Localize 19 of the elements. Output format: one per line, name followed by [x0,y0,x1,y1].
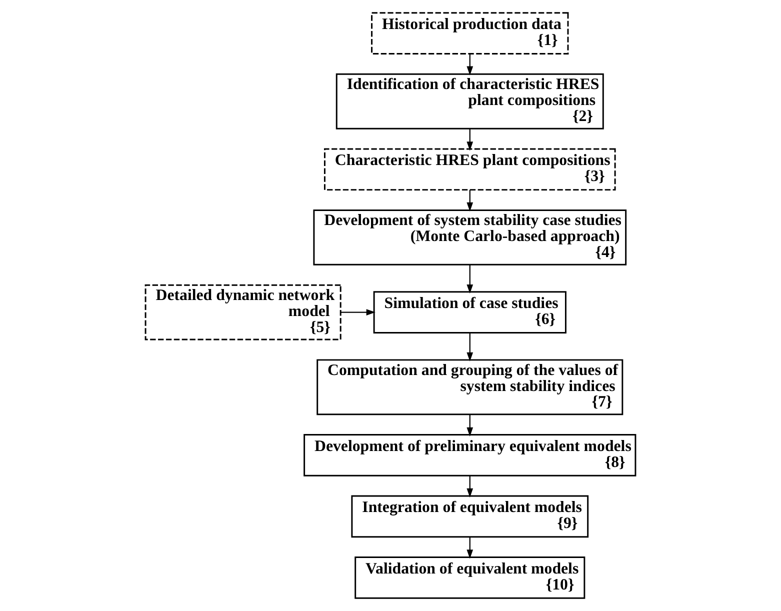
node-box: Computation and grouping of the values of system stability indices {7} [316,359,624,416]
node-box: Historical production data {1} [371,12,569,54]
node-box: Characteristic HRES plant compositions {3} [324,148,616,191]
node-box: Development of preliminary equivalent models {8} [304,434,636,476]
arrow [340,309,376,316]
node-box: Integration of equivalent models {9} [351,495,589,538]
node-box: Detailed dynamic network model {5} [144,284,342,340]
node-box: Simulation of case studies {6} [373,291,566,334]
arrow [466,414,474,436]
node-box: Validation of equivalent models {10} [354,556,586,599]
arrow [466,54,474,76]
arrow [466,332,474,362]
node-box: Development of system stability case studies (Monte Carlo-based approach) {4} [313,210,627,266]
arrow [466,264,474,294]
arrow [466,476,474,498]
node-box: Identification of characteristic HRES plant compositions {2} [336,73,604,130]
arrow [466,128,474,151]
arrow [466,190,474,212]
arrow [466,536,474,559]
